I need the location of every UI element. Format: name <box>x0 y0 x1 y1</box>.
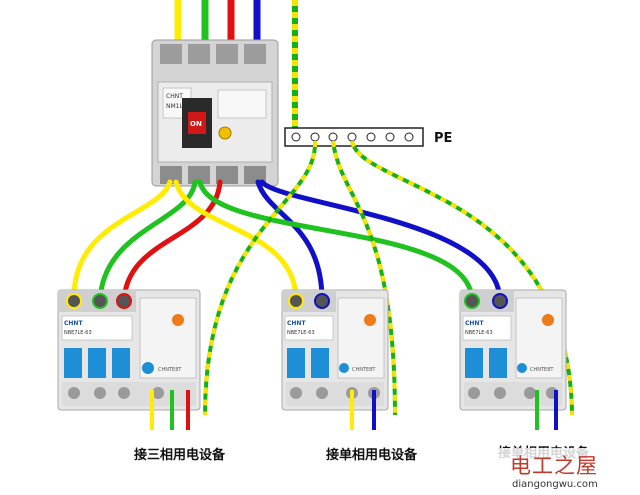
wire-n-to-single-b <box>259 179 503 303</box>
rcbo-three-phase-footer: CHNTE8T <box>158 367 182 373</box>
wire-l1-to-three-phase <box>71 179 173 303</box>
main-breaker-test-button[interactable] <box>218 126 232 140</box>
rcbo-single-a-toggle-1[interactable] <box>287 348 305 378</box>
rcbo-single-a-test-button[interactable] <box>339 363 349 373</box>
rcbo-three-phase: CHNT NBE7LE-63 CHNTE8T <box>57 289 201 411</box>
main-breaker-model: NM1LE <box>166 103 187 110</box>
main-breaker-handle[interactable] <box>188 112 206 134</box>
rcbo-single-phase-a: CHNT NBE7LE-63 CHNTE8T <box>281 289 389 411</box>
main-breaker-brand: CHNT <box>166 93 183 100</box>
rcbo-single-a-brand: CHNT <box>287 320 306 327</box>
rcbo-single-a-model: NBE7LE-63 <box>287 330 315 336</box>
wire-l2-to-single-b <box>197 179 475 303</box>
rcbo-three-phase-toggle-3[interactable] <box>112 348 130 378</box>
rcbo-single-a-footer: CHNTE8T <box>352 367 376 373</box>
rcbo-single-b-test-button[interactable] <box>517 363 527 373</box>
wire-l1-to-single-a <box>173 179 299 303</box>
distribution-wires <box>71 179 503 303</box>
main-breaker-on-label: ON <box>190 120 202 128</box>
rcbo-single-a-toggle-2[interactable] <box>311 348 329 378</box>
caption-single-phase-a: 接单相用电设备 <box>326 448 418 463</box>
rcbo-three-phase-brand: CHNT <box>64 320 83 327</box>
rcbo-single-phase-b: CHNT NBE7LE-63 CHNTE8T <box>459 289 567 411</box>
rcbo-three-phase-indicator <box>172 314 184 326</box>
watermark-url: diangongwu.com <box>512 479 598 490</box>
main-breaker: CHNT NM1LE ON <box>151 39 279 187</box>
rcbo-single-b-toggle-1[interactable] <box>465 348 483 378</box>
rcbo-single-b-toggle-2[interactable] <box>489 348 507 378</box>
caption-three-phase: 接三相用电设备 <box>134 448 226 463</box>
rcbo-three-phase-toggle-2[interactable] <box>88 348 106 378</box>
rcbo-single-b-footer: CHNTE8T <box>530 367 554 373</box>
wire-l2-to-three-phase <box>97 179 198 303</box>
watermark: 电工之屋 diangongwu.com <box>498 448 640 495</box>
pe-bar: PE <box>284 127 452 147</box>
rcbo-three-phase-toggle-1[interactable] <box>64 348 82 378</box>
rcbo-single-b-indicator <box>542 314 554 326</box>
rcbo-single-b-model: NBE7LE-63 <box>465 330 493 336</box>
wire-l3-to-three-phase <box>121 179 223 303</box>
rcbo-single-b-brand: CHNT <box>465 320 484 327</box>
outgoing-wires <box>150 390 558 430</box>
rcbo-three-phase-model: NBE7LE-63 <box>64 330 92 336</box>
pe-to-single-a <box>331 140 397 416</box>
rcbo-single-a-indicator <box>364 314 376 326</box>
watermark-title: 电工之屋 <box>510 454 598 478</box>
pe-bar-label: PE <box>434 131 452 146</box>
rcbo-three-phase-test-button[interactable] <box>142 362 154 374</box>
